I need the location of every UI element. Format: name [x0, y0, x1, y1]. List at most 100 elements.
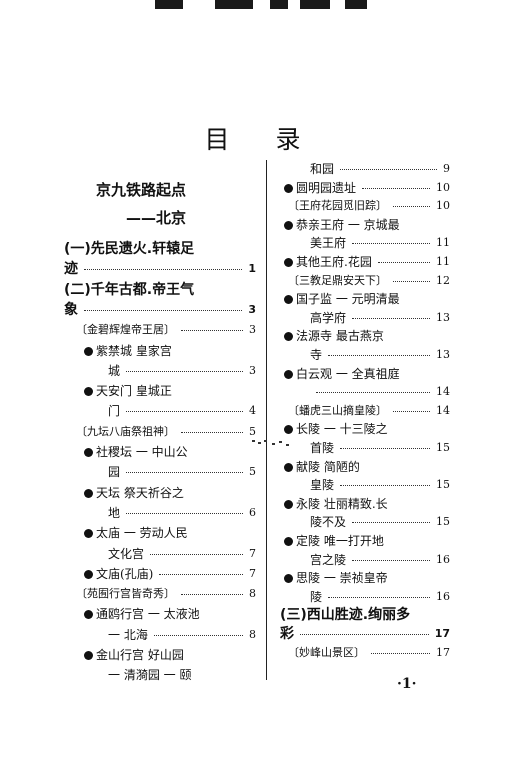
toc-entry-text: 定陵 唯一打开地: [296, 534, 384, 548]
toc-page-number: 5: [249, 465, 256, 479]
leader-dots: [362, 187, 430, 189]
leader-dots: [340, 448, 430, 449]
bullet-icon: [284, 499, 293, 509]
leader-dots: [328, 596, 430, 598]
toc-entry-text: 美王府: [310, 236, 347, 251]
leader-dots: [181, 431, 243, 433]
toc-entry-text: 〔三教足鼎安天下〕: [288, 273, 387, 287]
toc-page-number: 3: [248, 302, 256, 316]
toc-entry-text: 其他王府.花园: [296, 255, 372, 269]
bullet-icon: [284, 425, 293, 435]
toc-entry-text: 〔金碧辉煌帝王居〕: [76, 323, 175, 337]
leader-dots: [316, 392, 430, 394]
leader-dots: [150, 553, 243, 555]
toc-entry-text: 彩: [280, 626, 294, 642]
toc-page-number: 8: [249, 627, 256, 641]
leader-dots: [393, 410, 430, 412]
leader-dots: [181, 330, 243, 332]
toc-page-number: 8: [249, 587, 256, 601]
toc-page-number: 3: [249, 363, 256, 377]
bullet-icon: [84, 488, 93, 498]
page-title: 目录: [204, 125, 347, 154]
leader-dots: [378, 262, 430, 263]
toc-entry-text: 宫之陵: [310, 552, 347, 567]
toc-page-number: 16: [436, 589, 450, 603]
toc-entry-text: 寺: [310, 348, 323, 362]
bullet-icon: [284, 332, 293, 342]
scan-top-edge: [0, 0, 505, 10]
toc-page-number: 10: [436, 199, 450, 213]
bullet-icon: [284, 537, 293, 546]
toc-entry-text: 天安门 皇城正: [96, 384, 172, 399]
toc-entry-text: 和园: [310, 162, 335, 176]
toc-page-number: 4: [249, 404, 256, 418]
toc-page-number: 16: [436, 552, 450, 566]
toc-entry-text: (三)西山胜迹.绚丽多: [280, 607, 411, 624]
toc-entry-text: 文化宫: [108, 546, 145, 561]
toc-entry-text: 永陵 壮丽精致.长: [296, 496, 388, 511]
leader-dots: [340, 169, 437, 170]
toc-page-number: 13: [436, 348, 450, 361]
leader-dots: [126, 512, 243, 514]
toc-entry-text: 太庙 一 劳动人民: [96, 526, 188, 541]
toc-page-number: 3: [249, 323, 256, 337]
bullet-icon: [284, 183, 293, 193]
toc-entry-text: (二)千年古都.帝王气: [64, 281, 195, 298]
leader-dots: [181, 594, 243, 596]
toc-entry-text: 社稷坛 一 中山公: [96, 445, 188, 459]
bullet-icon: [284, 462, 293, 472]
toc-entry-text: 陵: [310, 589, 323, 604]
toc-page-number: 5: [249, 424, 256, 438]
leader-dots: [352, 243, 430, 245]
leader-dots: [126, 370, 243, 372]
toc-entry-text: 文庙(孔庙): [96, 566, 154, 581]
toc-entry-text: 一 北海: [108, 627, 148, 642]
toc-entry-text: 通鸥行宫 一 太液池: [96, 607, 200, 622]
toc-entry-text: 地: [108, 505, 121, 520]
bullet-icon: [284, 369, 293, 379]
bullet-icon: [84, 569, 93, 579]
leader-dots: [84, 269, 242, 271]
toc-entry-text: 恭亲王府 一 京城最: [296, 217, 400, 232]
bullet-icon: [84, 448, 93, 457]
toc-page-number: 11: [436, 255, 450, 268]
bullet-icon: [84, 346, 93, 356]
toc-page-number: 7: [249, 546, 256, 560]
scan-specks: [252, 440, 292, 460]
toc-entry-text: 白云观 一 全真祖庭: [296, 366, 400, 381]
toc-entry-text: 〔王府花园觅旧踪〕: [288, 199, 387, 213]
bullet-icon: [84, 610, 93, 620]
leader-dots: [300, 634, 429, 635]
leader-dots: [154, 634, 243, 636]
bullet-icon: [284, 574, 293, 584]
toc-entry-text: 陵不及: [310, 515, 347, 530]
toc-entry-text: 城: [108, 363, 121, 378]
leader-dots: [328, 355, 430, 356]
toc-page-number: 14: [436, 403, 450, 417]
toc-page-number: 6: [249, 505, 256, 519]
toc-entry-text: 〔九坛八庙祭祖神〕: [76, 424, 175, 438]
toc-entry-text: 高学府: [310, 310, 347, 325]
toc-entry-text: (一)先民遗火.轩辕足: [64, 241, 195, 257]
toc-entry-text: 〔妙峰山景区〕: [288, 645, 365, 659]
toc-page-number: 17: [434, 627, 450, 640]
toc-entry-text: 国子监 一 元明清最: [296, 292, 400, 307]
column-divider: [266, 160, 267, 680]
leader-dots: [340, 485, 430, 487]
bullet-icon: [84, 387, 93, 397]
leader-dots: [393, 280, 430, 282]
toc-page-number: 13: [436, 310, 450, 324]
toc-page-number: 15: [436, 441, 450, 454]
toc-entry-text: 〔蟠虎三山摘皇陵〕: [288, 403, 387, 417]
bullet-icon: [284, 295, 293, 305]
toc-entry-text: 献陵 简陋的: [296, 459, 360, 474]
bullet-icon: [284, 258, 293, 267]
toc-page-number: 11: [436, 236, 450, 250]
page-number: ·1·: [397, 676, 417, 692]
toc-page-number: 9: [443, 162, 450, 175]
toc-entry-text: 法源寺 最古燕京: [296, 329, 384, 344]
toc-page-number: 14: [436, 385, 450, 399]
toc-entry-text: 天坛 祭天祈谷之: [96, 485, 184, 500]
toc-entry-text: 首陵: [310, 441, 335, 455]
toc-entry-text: 园: [108, 465, 121, 480]
